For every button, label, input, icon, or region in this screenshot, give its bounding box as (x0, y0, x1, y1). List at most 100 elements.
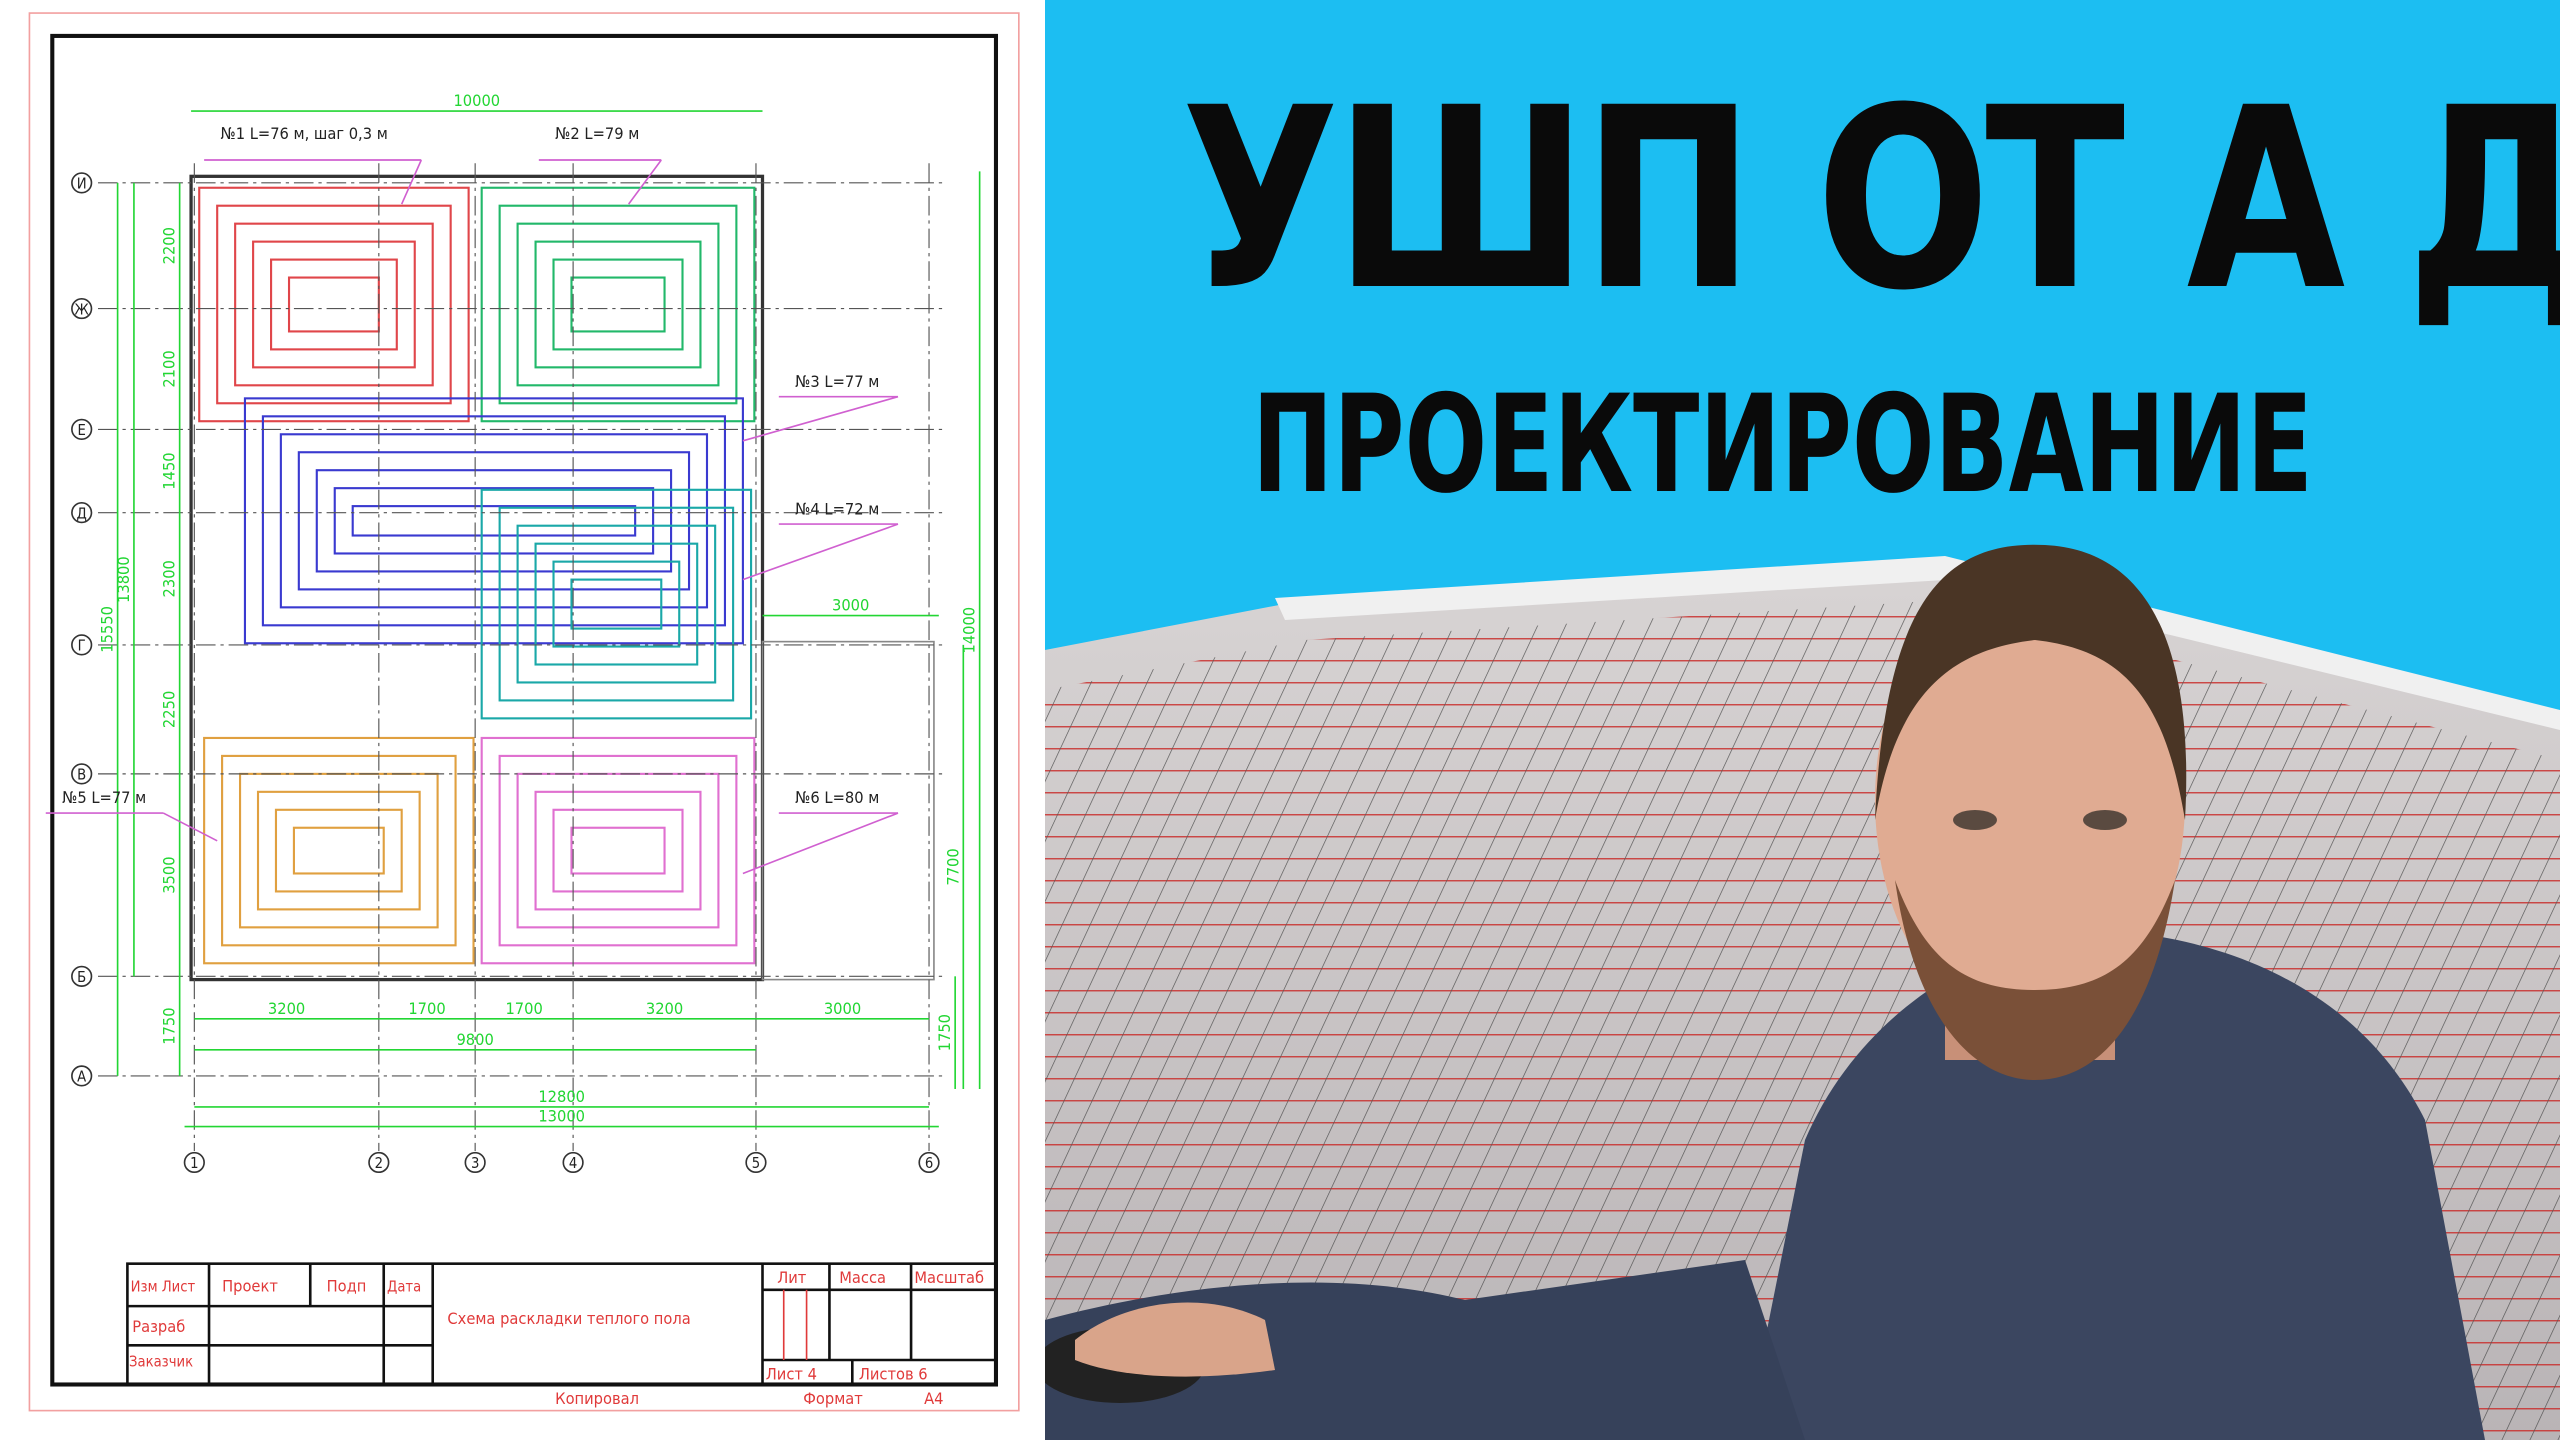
dim-value: 7700 (943, 848, 962, 885)
loop-label-5: №5 L=77 м (62, 788, 146, 807)
leader-line (627, 159, 662, 205)
loop-2-pipe (480, 186, 756, 423)
row-axis-label: Е (78, 422, 86, 439)
loop-1-pipe (234, 222, 434, 387)
col-axis-marker (918, 1151, 940, 1174)
row-axis-marker (71, 297, 93, 320)
row-axis-label: В (77, 767, 86, 784)
loop-4-pipe (480, 488, 753, 720)
loop-5-pipe (203, 736, 475, 965)
tb-lit: Лит (777, 1268, 807, 1287)
loop-6-pipe (534, 790, 702, 911)
tb-izm-list: Изм Лист (131, 1278, 196, 1295)
loop-labels: №1 L=76 м, шаг 0,3 м №2 L=79 м №3 L=77 м №4… (45, 124, 899, 875)
row-axis-marker (71, 965, 93, 987)
loop-3-pipe (315, 469, 673, 573)
loop-1-pipe (198, 186, 470, 423)
tb-masshtab: Масштаб (914, 1268, 984, 1287)
dim-value: 2200 (160, 227, 179, 264)
loop-label-4: №4 L=72 м (795, 499, 879, 518)
row-axis-label: Ж (75, 301, 89, 318)
col-axis-marker (368, 1151, 390, 1174)
loop-6-pipe (480, 736, 756, 965)
col-axis-label: 1 (190, 1155, 198, 1172)
dim-value: 3200 (268, 999, 305, 1018)
dim-value: 1750 (160, 1007, 179, 1044)
loop-5-pipe (256, 790, 421, 911)
tb-podp: Подп (327, 1276, 367, 1295)
tb-format-label: Формат (803, 1389, 863, 1408)
row-axis-marker (71, 172, 93, 194)
loop-5-pipe (221, 754, 457, 947)
building-outline (189, 174, 765, 982)
dim-value: 2100 (160, 350, 179, 387)
dim-value: 1700 (408, 999, 445, 1018)
col-axis-label: 5 (752, 1155, 760, 1172)
dim-value: 14000 (960, 607, 979, 654)
tb-razrab: Разраб (132, 1317, 185, 1336)
title-block-text: Изм Лист Проект Подп Дата Разраб Заказчи… (129, 1268, 984, 1408)
col-axis-marker (464, 1151, 486, 1174)
loop-label-1: №1 L=76 м, шаг 0,3 м (220, 124, 387, 143)
leader-line (742, 395, 899, 442)
row-axis-label: Г (78, 638, 86, 655)
loop-4-pipe (498, 506, 735, 702)
loop-3-pipe (261, 415, 727, 627)
tb-proekt: Проект (222, 1276, 278, 1295)
row-axis-marker (71, 1065, 93, 1087)
formwork-edge (1275, 556, 2560, 730)
dim-value: 13000 (538, 1107, 585, 1126)
row-axis-marker (71, 502, 93, 524)
loop-1-pipe (287, 276, 380, 333)
row-axis-marker (71, 763, 93, 785)
tb-data: Дата (387, 1278, 421, 1295)
headline-title: УШП ОТ А ДО Я (1181, 54, 2560, 345)
col-axis-label: 4 (569, 1155, 577, 1172)
loop-label-3: №3 L=77 м (795, 372, 879, 391)
loop-4-pipe (570, 578, 663, 630)
loop-label-2: №2 L=79 м (555, 124, 639, 143)
loop-label-6: №6 L=80 м (795, 788, 879, 807)
loop-5-pipe (238, 772, 439, 929)
tb-list: Лист 4 (766, 1365, 817, 1384)
row-axis-label: Д (77, 505, 87, 522)
loop-2-pipe (516, 222, 720, 387)
sheet-border (28, 12, 1020, 1412)
loop-3-pipe (333, 487, 655, 555)
loop-2-pipe (570, 276, 666, 333)
loop-5-pipe (292, 826, 385, 875)
loop-6-pipe (552, 808, 684, 893)
row-axis-marker (71, 418, 93, 440)
loop-2-pipe (534, 240, 702, 369)
col-axis-marker (183, 1151, 205, 1174)
loop-5-pipe (274, 808, 403, 893)
col-axis-label: 3 (471, 1155, 479, 1172)
presenter (1045, 544, 2485, 1440)
arm (1045, 1260, 1805, 1440)
row-axis-label: А (77, 1069, 86, 1086)
loop-4-pipe (534, 542, 699, 666)
leader-line (742, 812, 899, 875)
dim-value: 9800 (456, 1030, 493, 1049)
dim-value: 3000 (824, 999, 861, 1018)
col-axis-marker (745, 1151, 767, 1174)
hair (1875, 544, 2187, 820)
hoodie (1745, 930, 2485, 1440)
loop-3-pipe (243, 397, 744, 645)
dim-value: 1700 (505, 999, 542, 1018)
loop-1-pipe (252, 240, 416, 369)
row-axis-label: И (77, 176, 87, 193)
loop-6-pipe (498, 754, 738, 947)
tb-zakazchik: Заказчик (129, 1354, 193, 1371)
beard (1895, 880, 2175, 1080)
loop-2-pipe (498, 204, 738, 405)
row-axis-label: Б (77, 969, 86, 986)
loop-4-pipe (552, 560, 681, 648)
thumbnail-right-panel: УШП ОТ А ДО Я ПРОЕКТИРОВАНИЕ (1045, 0, 2560, 1440)
loop-1-pipe (216, 204, 452, 405)
leader-line (400, 159, 423, 205)
hand (1075, 1302, 1275, 1377)
